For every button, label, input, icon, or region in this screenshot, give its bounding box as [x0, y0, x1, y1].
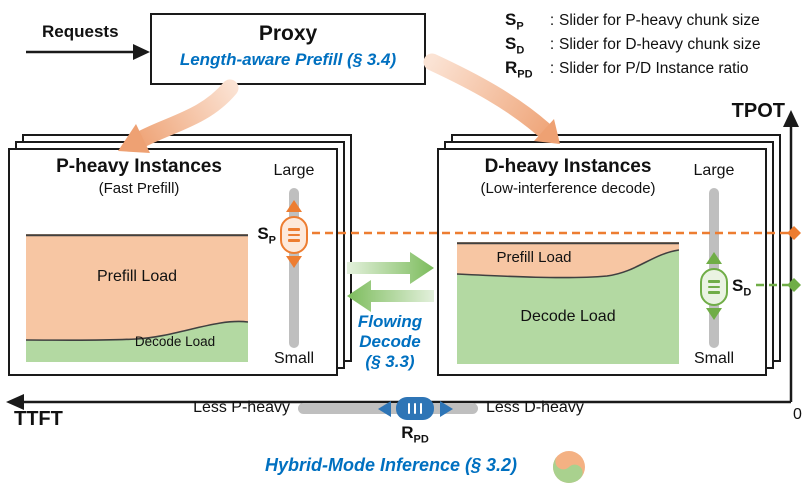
flowing-decode-line1: Flowing [357, 312, 423, 331]
p-heavy-subtitle: (Fast Prefill) [98, 180, 180, 197]
rpd-right-label: Less D-heavy [486, 399, 584, 416]
sp-tpot-marker [787, 226, 801, 240]
sd-slider-bottom-label: Small [693, 350, 734, 367]
sp-slider-handle[interactable] [280, 216, 308, 254]
p-heavy-prefill-area [26, 234, 248, 341]
sd-slider-down-arrow[interactable] [706, 308, 722, 320]
sp-slider-track[interactable] [289, 188, 299, 348]
sp-slider-label: SP [257, 224, 276, 247]
p-heavy-prefill-label: Prefill Load [96, 268, 178, 285]
rpd-left-label: Less P-heavy [193, 399, 290, 416]
proxy-to-pheavy-arrow [131, 79, 239, 149]
legend-separator: : [549, 12, 555, 29]
sd-slider-handle[interactable] [700, 268, 728, 306]
flow-left-arrow [347, 280, 434, 312]
d-heavy-subtitle: (Low-interference decode) [480, 180, 656, 197]
legend-item-rpd: RPD : Slider for P/D Instance ratio [505, 58, 749, 80]
d-heavy-prefill-label: Prefill Load [496, 249, 572, 266]
ttft-axis-label: TTFT [14, 408, 63, 430]
sp-slider-bottom-label: Small [273, 350, 314, 367]
grip-lines-icon [419, 403, 423, 414]
grip-lines-icon [708, 285, 720, 289]
sp-slider-down-arrow[interactable] [286, 256, 302, 268]
sd-tpot-marker [787, 278, 801, 292]
legend-symbol-sd: SD [505, 34, 525, 57]
requests-arrowhead [133, 44, 150, 60]
rpd-slider-handle[interactable] [396, 397, 434, 420]
grip-lines-icon [413, 403, 417, 414]
grip-lines-icon [708, 291, 720, 294]
grip-lines-icon [288, 233, 300, 237]
proxy-box: Proxy Length-aware Prefill (§ 3.4) [150, 13, 426, 85]
rpd-slider-left-arrow[interactable] [378, 401, 391, 417]
proxy-title: Proxy [258, 22, 318, 45]
rpd-slider-right-arrow[interactable] [440, 401, 453, 417]
legend-desc-sp: Slider for P-heavy chunk size [559, 12, 760, 29]
legend-symbol-sp: SP [505, 10, 524, 33]
hybrid-mode-label: Hybrid-Mode Inference (§ 3.2) [265, 455, 518, 475]
grip-lines-icon [288, 228, 300, 231]
p-heavy-decode-label: Decode Load [134, 334, 216, 349]
flow-right-arrow [347, 252, 434, 284]
d-heavy-load-chart [457, 242, 679, 364]
legend-desc-sd: Slider for D-heavy chunk size [559, 36, 761, 53]
legend-symbol-rpd: RPD [505, 58, 533, 81]
hybrid-mode-icon [553, 451, 585, 483]
legend-item-sd: SD : Slider for D-heavy chunk size [505, 34, 761, 56]
p-heavy-load-boundary [26, 320, 248, 342]
d-heavy-title: D-heavy Instances [484, 156, 652, 177]
grip-lines-icon [407, 403, 411, 414]
p-heavy-decode-area [26, 321, 248, 362]
d-heavy-prefill-area [457, 242, 679, 278]
sp-slider-up-arrow[interactable] [286, 200, 302, 212]
d-heavy-load-boundary [457, 249, 679, 279]
d-heavy-card: D-heavy Instances (Low-interference deco… [437, 148, 767, 376]
axis-origin-label: 0 [793, 406, 802, 423]
proxy-subtitle: Length-aware Prefill (§ 3.4) [179, 50, 397, 69]
legend-separator: : [549, 60, 555, 77]
sd-slider-top-label: Large [693, 162, 735, 179]
y-axis-arrowhead [783, 110, 799, 127]
legend-separator: : [549, 36, 555, 53]
legend-item-sp: SP : Slider for P-heavy chunk size [505, 10, 760, 32]
requests-label: Requests [42, 22, 119, 41]
p-heavy-load-chart [26, 234, 248, 362]
d-heavy-decode-area [457, 250, 679, 364]
rpd-slider-label: RPD [401, 423, 429, 446]
d-heavy-decode-label: Decode Load [520, 308, 616, 325]
tpot-axis-label: TPOT [731, 100, 785, 122]
sp-slider-top-label: Large [273, 162, 315, 179]
grip-lines-icon [288, 239, 300, 242]
flowing-decode-line2: Decode [359, 332, 421, 351]
sd-slider-label: SD [732, 276, 752, 299]
p-heavy-title: P-heavy Instances [56, 156, 222, 177]
grip-lines-icon [708, 280, 720, 283]
sd-slider-up-arrow[interactable] [706, 252, 722, 264]
flowing-decode-section: (§ 3.3) [365, 352, 415, 371]
p-heavy-card: P-heavy Instances (Fast Prefill) Prefill… [8, 148, 338, 376]
legend-desc-rpd: Slider for P/D Instance ratio [559, 60, 749, 77]
